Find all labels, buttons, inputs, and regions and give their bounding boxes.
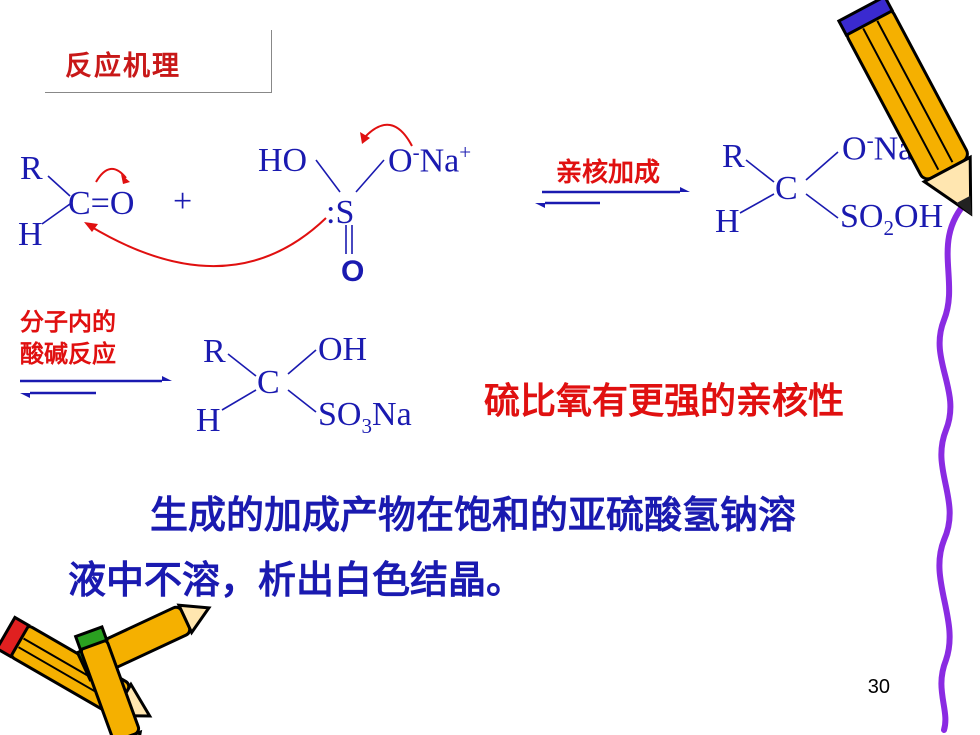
product1-c: C	[775, 170, 798, 207]
bond-s-o	[355, 159, 385, 193]
reactant2-oxygen: O	[341, 255, 365, 288]
product1-h: H	[715, 203, 740, 240]
bond-h-c1	[41, 203, 71, 225]
purple-wavy-border	[936, 197, 971, 733]
paragraph-line1: 生成的加成产物在饱和的亚硫酸氢钠溶	[150, 493, 797, 537]
arrowhead-o-s	[360, 132, 370, 144]
bond-p1-o	[805, 151, 839, 181]
arrow2-label-line2: 酸碱反应	[20, 340, 116, 369]
reactant1-carbonyl: C=O	[68, 185, 135, 222]
reactant1-r: R	[20, 150, 43, 187]
bond-p2-oh	[287, 349, 317, 375]
product1-r: R	[722, 138, 745, 175]
page-number: 30	[867, 676, 890, 698]
eq-arrow2-back-head	[20, 393, 30, 398]
nucleophilicity-note: 硫比氧有更强的亲核性	[484, 381, 845, 422]
product2-h: H	[196, 402, 221, 439]
reactant1-h: H	[18, 216, 43, 253]
product2-so3na: SO3Na	[318, 396, 412, 438]
pencil-icon	[836, 0, 973, 217]
plus-sign: +	[173, 183, 193, 220]
reactant2-ho: HO	[258, 142, 308, 179]
bond-ho-s	[315, 159, 341, 193]
product2-r: R	[203, 333, 226, 370]
arrow2-label-line1: 分子内的	[20, 308, 116, 336]
bond-p2-so3	[287, 389, 317, 413]
eq-arrow1-forward-head	[680, 187, 690, 192]
bond-p2-r	[227, 353, 257, 377]
bond-p2-h	[221, 389, 257, 411]
product2-c: C	[257, 364, 280, 401]
curved-arrow-s-c	[89, 217, 327, 268]
paragraph-line2: 液中不溶，析出白色结晶。	[68, 558, 525, 602]
slide-title: 反应机理	[65, 51, 181, 82]
product1-so2oh: SO2OH	[840, 198, 944, 240]
product2-oh: OH	[318, 331, 368, 368]
arrowhead-co	[121, 174, 130, 184]
arrow1-label: 亲核加成	[556, 158, 661, 188]
reactant2-sulfur: :S	[326, 194, 355, 231]
title-box	[45, 30, 272, 93]
eq-arrow2-forward-head	[162, 376, 172, 381]
bond-p1-so2	[805, 193, 839, 219]
pencils-icon	[0, 603, 212, 735]
reactant2-ona: O-Na+	[388, 140, 472, 180]
product1-ona: O-Na+	[842, 128, 926, 168]
eq-arrow1-back-head	[535, 203, 545, 208]
arrowhead-s-c	[84, 222, 98, 232]
bond-r-c1	[47, 175, 71, 197]
curved-arrow-co	[95, 168, 127, 183]
bond-p1-r	[745, 159, 775, 183]
arrow2-label: 分子内的 酸碱反应	[20, 306, 116, 371]
bond-p1-h	[739, 193, 775, 214]
